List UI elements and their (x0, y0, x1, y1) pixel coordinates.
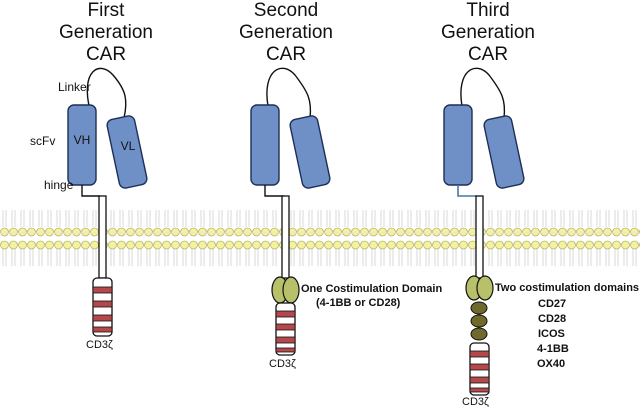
first-vl-label: VL (121, 139, 136, 153)
hinge-label: hinge (44, 178, 74, 192)
second-costim-label-line1: One Costimulation Domain (301, 283, 443, 295)
third-linker (460, 67, 506, 119)
first-transmembrane (98, 195, 107, 279)
first-cd3z-chain (92, 277, 113, 337)
third-cd3z-chain (469, 342, 490, 396)
second-vh-domain (250, 104, 280, 186)
third-hinge-connector (457, 185, 477, 197)
second-cd3z-label: CD3ζ (269, 358, 296, 370)
second-cd3z-chain (275, 302, 296, 356)
second-hinge-connector (264, 185, 284, 197)
second-linker (266, 67, 312, 119)
first-cd3z-label: CD3ζ (86, 339, 113, 351)
third-costim-item-cd28: CD28 (538, 313, 567, 325)
third-transmembrane (475, 195, 484, 279)
scfv-label: scFv (30, 134, 56, 148)
linker-label: Linker (58, 80, 91, 94)
first-vl-domain (106, 115, 148, 189)
second-vl-domain (289, 115, 331, 189)
third-vl-domain (483, 115, 525, 189)
second-costim-label-line2: (4-1BB or CD28) (316, 297, 401, 309)
third-costim-domain-2 (470, 301, 488, 341)
first-linker (86, 67, 127, 119)
second-gen-car (250, 67, 331, 356)
third-cd3z-label: CD3ζ (462, 396, 489, 408)
third-costim-domain-1 (465, 275, 494, 301)
first-vh-label: VH (74, 133, 91, 147)
cell-membrane (0, 193, 640, 273)
second-costim-domain (271, 276, 300, 304)
first-gen-car (67, 67, 148, 337)
second-transmembrane (281, 195, 290, 279)
third-costim-item-41bb: 4-1BB (537, 343, 569, 355)
third-gen-car (443, 67, 525, 396)
third-costim-header: Two costimulation domains (495, 282, 640, 294)
third-costim-item-icos: ICOS (538, 328, 565, 340)
third-costim-item-ox40: OX40 (537, 358, 566, 370)
first-hinge-connector (81, 185, 100, 197)
third-vh-domain (443, 104, 473, 186)
third-costim-item-cd27: CD27 (538, 298, 567, 310)
